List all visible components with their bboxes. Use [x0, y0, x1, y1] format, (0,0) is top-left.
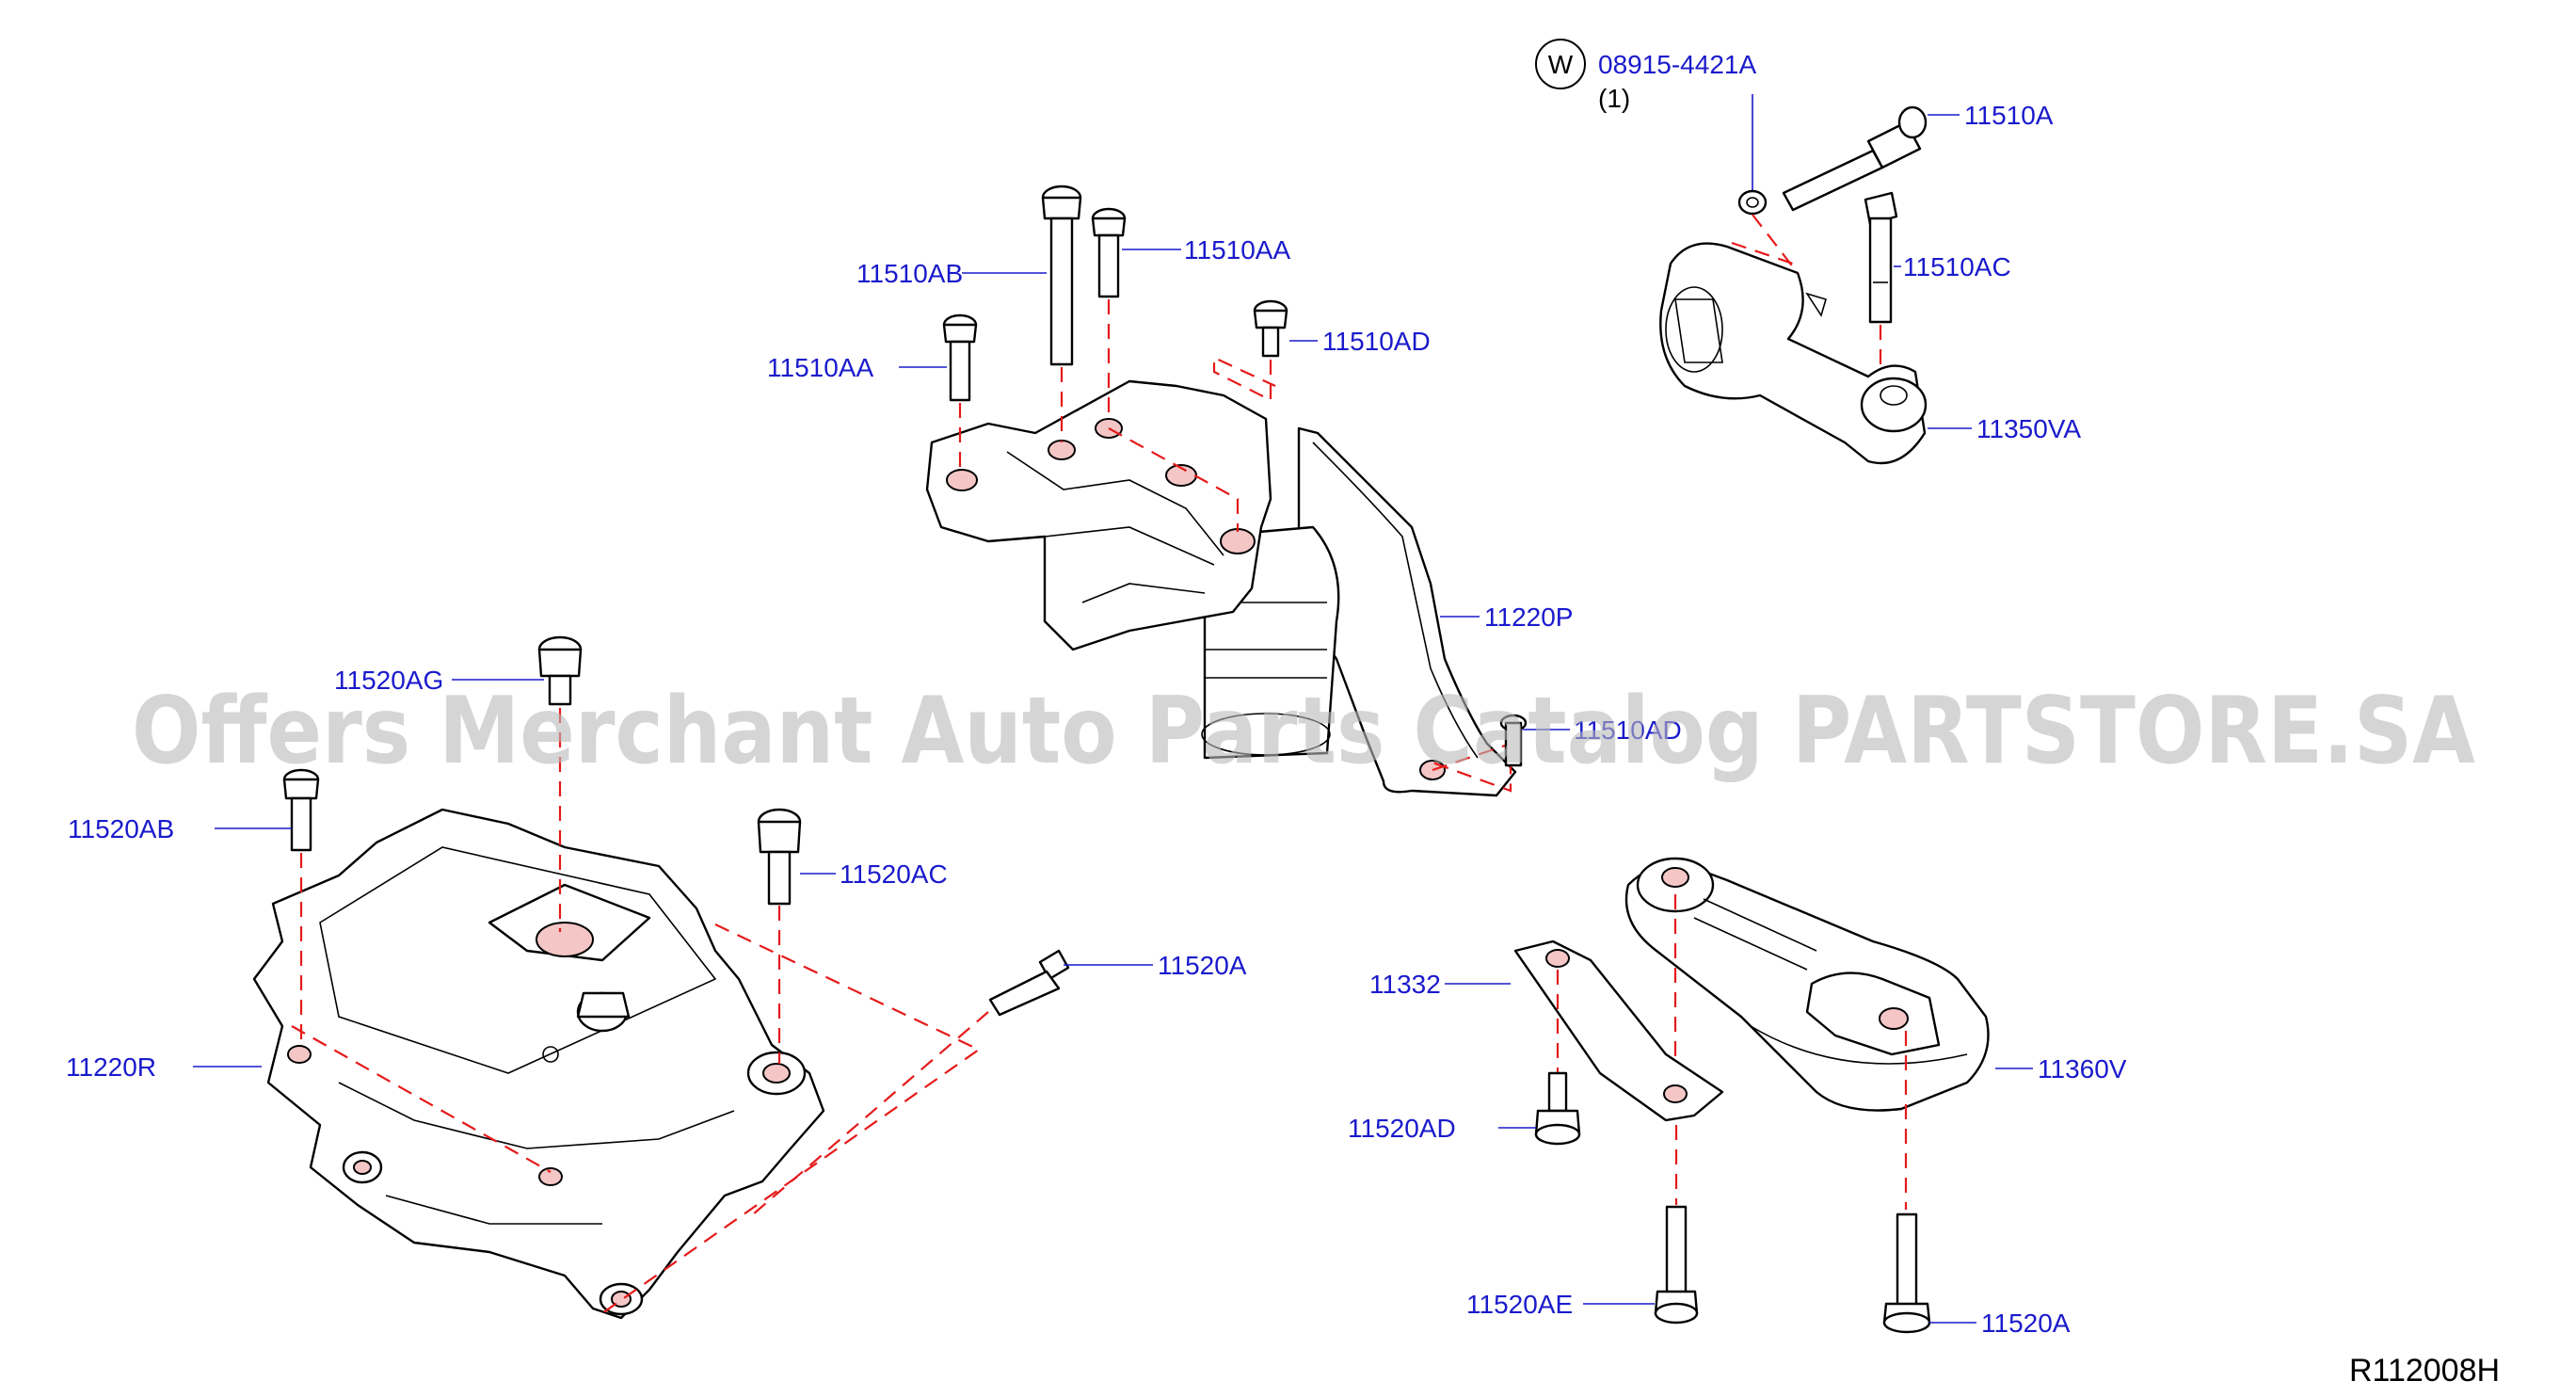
bolt-11510AC — [1864, 191, 1898, 324]
bolt-11520A-mid — [988, 949, 1070, 1017]
bolt-11520AC — [757, 808, 802, 906]
bracket-11220R — [252, 808, 825, 1320]
bolt-11510A — [1782, 105, 1928, 212]
label-11520AB[interactable]: 11520AB — [68, 814, 174, 843]
washer-part-label[interactable]: 08915-4421A — [1598, 50, 1756, 79]
washer-qty: (1) — [1598, 84, 1630, 113]
label-11220P[interactable]: 11220P — [1484, 602, 1573, 632]
label-11360V[interactable]: 11360V — [2038, 1054, 2127, 1084]
label-11510A[interactable]: 11510A — [1964, 101, 2054, 130]
label-11510AA-top[interactable]: 11510AA — [1184, 235, 1290, 265]
label-11520AG[interactable]: 11520AG — [334, 666, 443, 695]
bolt-11510AA-top — [1091, 207, 1127, 298]
label-11520AC[interactable]: 11520AC — [840, 859, 948, 889]
torque-rod-11350VA — [1659, 242, 1928, 465]
label-11520AE[interactable]: 11520AE — [1466, 1290, 1573, 1319]
washer-part — [1737, 189, 1768, 216]
label-11510AA-left[interactable]: 11510AA — [767, 353, 873, 382]
bracket-11332 — [1513, 939, 1724, 1122]
watermark: Offers Merchant Auto Parts Catalog PARTS… — [132, 678, 2475, 785]
label-11520A-bottom[interactable]: 11520A — [1981, 1309, 2071, 1338]
label-11510AC[interactable]: 11510AC — [1903, 252, 2011, 281]
bracket-11220P — [925, 379, 1517, 797]
washer-callout: W 08915-4421A (1) — [1535, 39, 1756, 193]
label-11350VA[interactable]: 11350VA — [1976, 414, 2081, 443]
bolt-11520AD — [1534, 1071, 1581, 1146]
label-11332[interactable]: 11332 — [1369, 970, 1441, 999]
washer-symbol: W — [1548, 50, 1574, 79]
bolt-11520AB — [282, 768, 320, 852]
label-11510AD-lower[interactable]: 11510AD — [1574, 715, 1682, 745]
bolt-11510AD — [1253, 299, 1288, 358]
diagram-reference: R112008H — [2349, 1353, 2500, 1389]
label-11220R[interactable]: 11220R — [66, 1052, 156, 1082]
label-11510AB[interactable]: 11510AB — [856, 259, 963, 288]
label-11520A-mid[interactable]: 11520A — [1158, 951, 1247, 980]
label-11520AD[interactable]: 11520AD — [1348, 1114, 1456, 1143]
bolt-11510AA-left — [942, 313, 978, 402]
bolt-11520AG — [537, 635, 583, 706]
bolt-11510AD-lower — [1499, 714, 1528, 767]
bolt-11510AB — [1041, 185, 1082, 366]
bolt-11520A-bottom — [1882, 1212, 1931, 1334]
bolt-11520AE — [1654, 1205, 1699, 1325]
label-11510AD[interactable]: 11510AD — [1322, 327, 1431, 356]
